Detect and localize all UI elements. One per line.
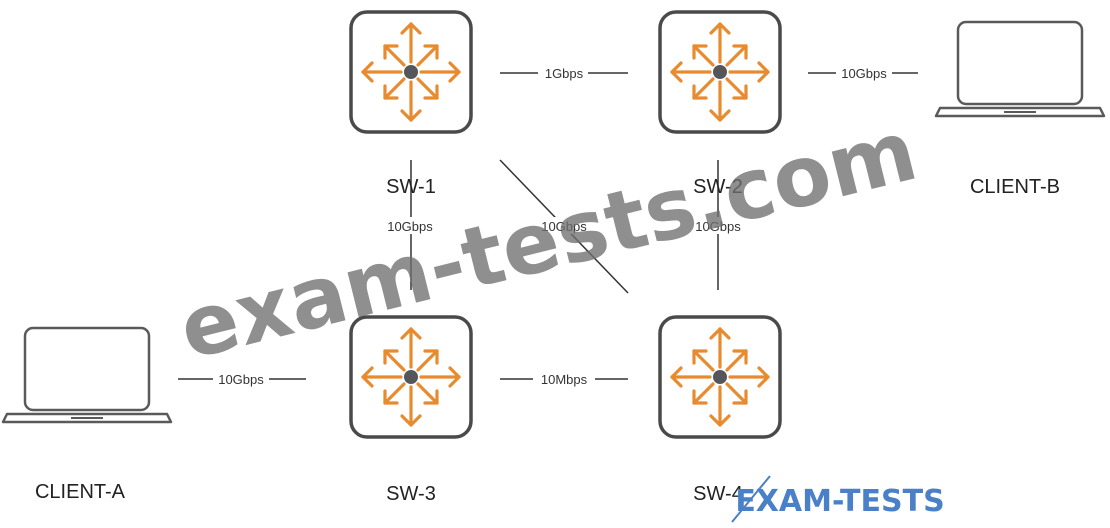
link-label-sw2-sw4: 10Gbps xyxy=(695,219,741,234)
switch-sw2[interactable] xyxy=(658,10,782,134)
link-label-sw1-sw3: 10Gbps xyxy=(387,219,433,234)
link-sw1-sw2: 1Gbps xyxy=(500,64,628,81)
client-a[interactable] xyxy=(1,326,173,424)
link-sw1-sw3: 10Gbps xyxy=(381,160,441,290)
switch-sw3[interactable] xyxy=(349,315,473,439)
link-label-sw3-sw4: 10Mbps xyxy=(541,372,588,387)
switch-label-sw3: SW-3 xyxy=(386,483,436,505)
link-sw2-sw4: 10Gbps xyxy=(688,160,748,290)
exam-tests-logo: EXAM-TESTS xyxy=(731,475,945,523)
link-label-sw1-sw4: 10Gbps xyxy=(541,219,587,234)
client-b[interactable] xyxy=(934,20,1106,118)
laptop-icon xyxy=(1,326,173,424)
switch-sw1[interactable] xyxy=(349,10,473,134)
switch-sw4[interactable] xyxy=(658,315,782,439)
watermark-text: exam-tests.com xyxy=(170,101,926,379)
switch-label-sw2: SW-2 xyxy=(693,176,743,198)
client-label-b: CLIENT-B xyxy=(970,176,1060,198)
link-client-a-sw3: 10Gbps xyxy=(178,370,306,387)
switch-label-sw4: SW-4 xyxy=(693,483,743,505)
laptop-icon xyxy=(934,20,1106,118)
link-sw2-client-b: 10Gbps xyxy=(808,64,918,81)
link-label-sw2-client-b: 10Gbps xyxy=(841,66,887,81)
logo-text: EXAM-TESTS xyxy=(735,484,944,519)
link-label-client-a-sw3: 10Gbps xyxy=(218,372,264,387)
switch-label-sw1: SW-1 xyxy=(386,176,436,198)
link-sw3-sw4: 10Mbps xyxy=(500,370,628,387)
link-label-sw1-sw2: 1Gbps xyxy=(545,66,584,81)
client-label-a: CLIENT-A xyxy=(35,481,126,503)
link-sw1-sw4: 10Gbps xyxy=(499,159,629,294)
